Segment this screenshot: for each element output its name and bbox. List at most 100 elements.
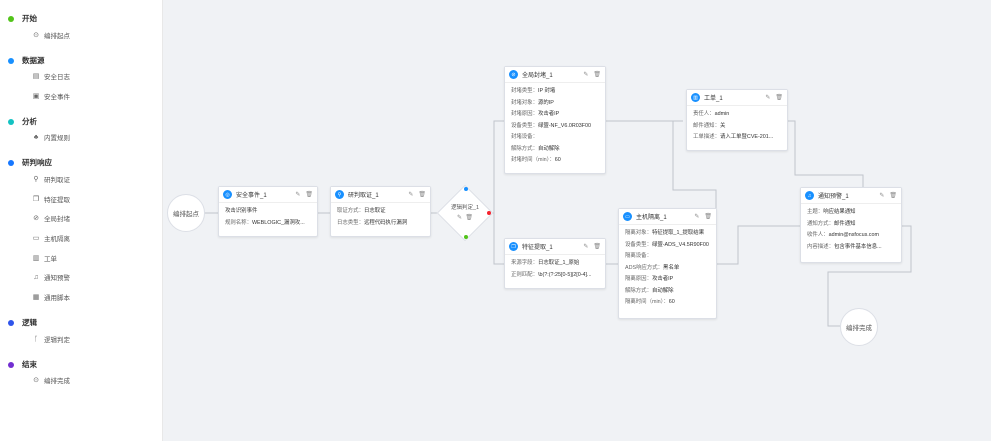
sidebar-item-global-block[interactable]: ⊘ 全局封堵 xyxy=(32,213,70,223)
search-icon: ⚲ xyxy=(335,190,344,199)
delete-icon[interactable]: 🗑 xyxy=(593,244,601,250)
node-security-event[interactable]: ◎ 安全事件_1 ✎ 🗑 攻击识别事件 规则名称：WEBLOGIC_漏洞攻... xyxy=(218,186,318,237)
sidebar-item-feature-extract[interactable]: ❐ 特征提取 xyxy=(32,194,70,204)
node-title: 特征提取_1 xyxy=(522,245,553,251)
edit-icon[interactable]: ✎ xyxy=(694,214,700,220)
node-row: 正则匹配：\b(?:(?:25[0-5]|2[0-4]... xyxy=(511,271,592,278)
node-title: 安全事件_1 xyxy=(236,193,267,199)
section-start: 开始 xyxy=(8,13,37,24)
section-title: 分析 xyxy=(22,117,37,126)
node-row: 责任人：admin xyxy=(693,111,730,117)
node-ticket[interactable]: ▥ 工单_1 ✎ 🗑 责任人：admin 邮件通知：关 工单描述：请入工单暨CV… xyxy=(686,89,788,151)
globe-icon: ⊘ xyxy=(509,70,518,79)
sidebar-item-label: 安全日志 xyxy=(44,74,70,81)
play-circle-icon: ⊙ xyxy=(33,32,39,39)
edit-icon[interactable]: ✎ xyxy=(879,193,885,199)
sidebar-item-label: 特征提取 xyxy=(44,197,70,204)
node-end[interactable]: 编排完成 xyxy=(840,308,878,346)
node-row: 解除方式：自动解除 xyxy=(625,287,674,294)
check-circle-icon: ⊙ xyxy=(33,377,39,384)
node-feature-extract[interactable]: ❐ 特征提取_1 ✎ 🗑 来源字段：日志取证_1_原始 正则匹配：\b(?:(?… xyxy=(504,238,606,289)
node-header: ⊘ 全局封堵_1 ✎ 🗑 xyxy=(505,67,605,83)
sidebar-item-ticket[interactable]: ▥ 工单 xyxy=(32,253,57,263)
section-dot xyxy=(8,57,14,64)
node-row: 日志类型：远程代码执行漏洞 xyxy=(337,219,408,226)
node-row: 收件人：admin@nsfocus.com xyxy=(807,232,879,238)
node-header: ▭ 主机隔离_1 ✎ 🗑 xyxy=(619,209,716,225)
node-row: 封堵类型：IP 封堵 xyxy=(511,88,556,94)
sidebar-item-label: 研判取证 xyxy=(44,177,70,184)
flow-canvas[interactable]: 编排起点 ◎ 安全事件_1 ✎ 🗑 攻击识别事件 规则名称：WEBLOGIC_漏… xyxy=(163,0,991,441)
sidebar-item-label: 逻辑判定 xyxy=(44,337,70,344)
bell-icon: ♫ xyxy=(33,273,39,281)
edit-icon[interactable]: ✎ xyxy=(583,72,589,78)
delete-icon[interactable]: 🗑 xyxy=(465,215,473,221)
node-row: 封堵对象：源的IP xyxy=(511,99,554,106)
node-host-isolate[interactable]: ▭ 主机隔离_1 ✎ 🗑 隔离对象：特征提取_1_提取结果 设备类型：绿盟-AD… xyxy=(618,208,717,319)
node-title: 通知预警_1 xyxy=(818,194,849,200)
search-icon: ⚲ xyxy=(33,176,39,183)
node-row: 工单描述：请入工单暨CVE-201... xyxy=(693,134,774,140)
port-top[interactable] xyxy=(464,187,468,191)
copy-icon: ❐ xyxy=(32,196,40,203)
node-row: 封堵原因：攻击者IP xyxy=(511,111,560,117)
node-notify[interactable]: ♫ 通知预警_1 ✎ 🗑 主题：响应结果通知 通知方式：邮件通知 收件人：adm… xyxy=(800,187,902,263)
port-right[interactable] xyxy=(487,211,491,215)
node-row: 设备类型：绿盟-NF_V6.0R03F00 xyxy=(511,122,591,129)
sidebar-item-label: 内置规则 xyxy=(44,135,70,142)
edges-layer xyxy=(201,120,912,327)
port-bottom[interactable] xyxy=(464,235,468,239)
node-row: 通知方式：邮件通知 xyxy=(807,220,856,227)
sidebar-item-logic-judge[interactable]: ᚴ 逻辑判定 xyxy=(32,334,70,345)
sidebar-item-security-log[interactable]: ▤ 安全日志 xyxy=(32,71,70,81)
sidebar-item-evidence[interactable]: ⚲ 研判取证 xyxy=(32,174,70,184)
edge-block-isolate xyxy=(606,120,717,210)
edit-icon[interactable]: ✎ xyxy=(457,215,463,221)
section-response: 研判响应 xyxy=(8,157,52,168)
delete-icon[interactable]: 🗑 xyxy=(704,214,712,220)
event-icon: ◎ xyxy=(223,190,232,199)
sidebar-item-builtin-rules[interactable]: ♣ 内置规则 xyxy=(32,132,70,143)
node-start[interactable]: 编排起点 xyxy=(167,194,205,232)
edit-icon[interactable]: ✎ xyxy=(408,192,414,198)
sidebar-item-script[interactable]: ▦ 通用脚本 xyxy=(32,292,70,302)
node-header: ▥ 工单_1 ✎ 🗑 xyxy=(687,90,787,106)
delete-icon[interactable]: 🗑 xyxy=(305,192,313,198)
document-icon: ▥ xyxy=(32,255,40,262)
edit-icon[interactable]: ✎ xyxy=(765,95,771,101)
edit-icon[interactable]: ✎ xyxy=(295,192,301,198)
node-row: 攻击识别事件 xyxy=(225,208,258,214)
edge-ticket-notify xyxy=(788,120,864,190)
edge-logic-block xyxy=(487,120,504,214)
node-global-block[interactable]: ⊘ 全局封堵_1 ✎ 🗑 封堵类型：IP 封堵 封堵对象：源的IP 封堵原因：攻… xyxy=(504,66,606,174)
section-title: 逻辑 xyxy=(22,318,37,327)
node-evidence[interactable]: ⚲ 研判取证_1 ✎ 🗑 取证方式：日志取证 日志类型：远程代码执行漏洞 xyxy=(330,186,431,237)
sidebar-item-orchestration-start[interactable]: ⊙ 编排起点 xyxy=(32,30,70,40)
section-title: 研判响应 xyxy=(22,158,52,167)
node-body: 封堵类型：IP 封堵 封堵对象：源的IP 封堵原因：攻击者IP 设备类型：绿盟-… xyxy=(505,83,605,170)
node-body: 取证方式：日志取证 日志类型：远程代码执行漏洞 xyxy=(331,203,430,232)
sidebar-item-orchestration-end[interactable]: ⊙ 编排完成 xyxy=(32,375,70,385)
delete-icon[interactable]: 🗑 xyxy=(889,193,897,199)
node-row: 设备类型：绿盟-ADS_V4.5R90F00 xyxy=(625,241,709,248)
section-analysis: 分析 xyxy=(8,116,37,127)
node-title: 研判取证_1 xyxy=(348,193,379,199)
calendar-icon: ▣ xyxy=(32,93,40,100)
node-row: 内容描述：包含事件基本信息... xyxy=(807,243,882,250)
node-row: 隔离对象：特征提取_1_提取结果 xyxy=(625,230,705,236)
delete-icon[interactable]: 🗑 xyxy=(418,192,426,198)
edge-isolate-notify xyxy=(717,225,800,265)
edit-icon[interactable]: ✎ xyxy=(583,244,589,250)
delete-icon[interactable]: 🗑 xyxy=(593,72,601,78)
sidebar-item-host-isolate[interactable]: ▭ 主机隔离 xyxy=(32,233,70,243)
sidebar-item-label: 通用脚本 xyxy=(44,295,70,302)
node-logic[interactable]: 逻辑判定_1 ✎ 🗑 xyxy=(437,203,493,221)
sidebar-item-label: 通知预警 xyxy=(44,275,70,282)
node-row: 主题：响应结果通知 xyxy=(807,209,856,215)
delete-icon[interactable]: 🗑 xyxy=(775,95,783,101)
section-title: 开始 xyxy=(22,14,37,23)
sidebar-item-label: 编排完成 xyxy=(44,378,70,385)
node-body: 来源字段：日志取证_1_原始 正则匹配：\b(?:(?:25[0-5]|2[0-… xyxy=(505,255,605,284)
sidebar-item-security-event[interactable]: ▣ 安全事件 xyxy=(32,91,70,101)
sidebar-item-notify[interactable]: ♫ 通知预警 xyxy=(32,272,70,283)
